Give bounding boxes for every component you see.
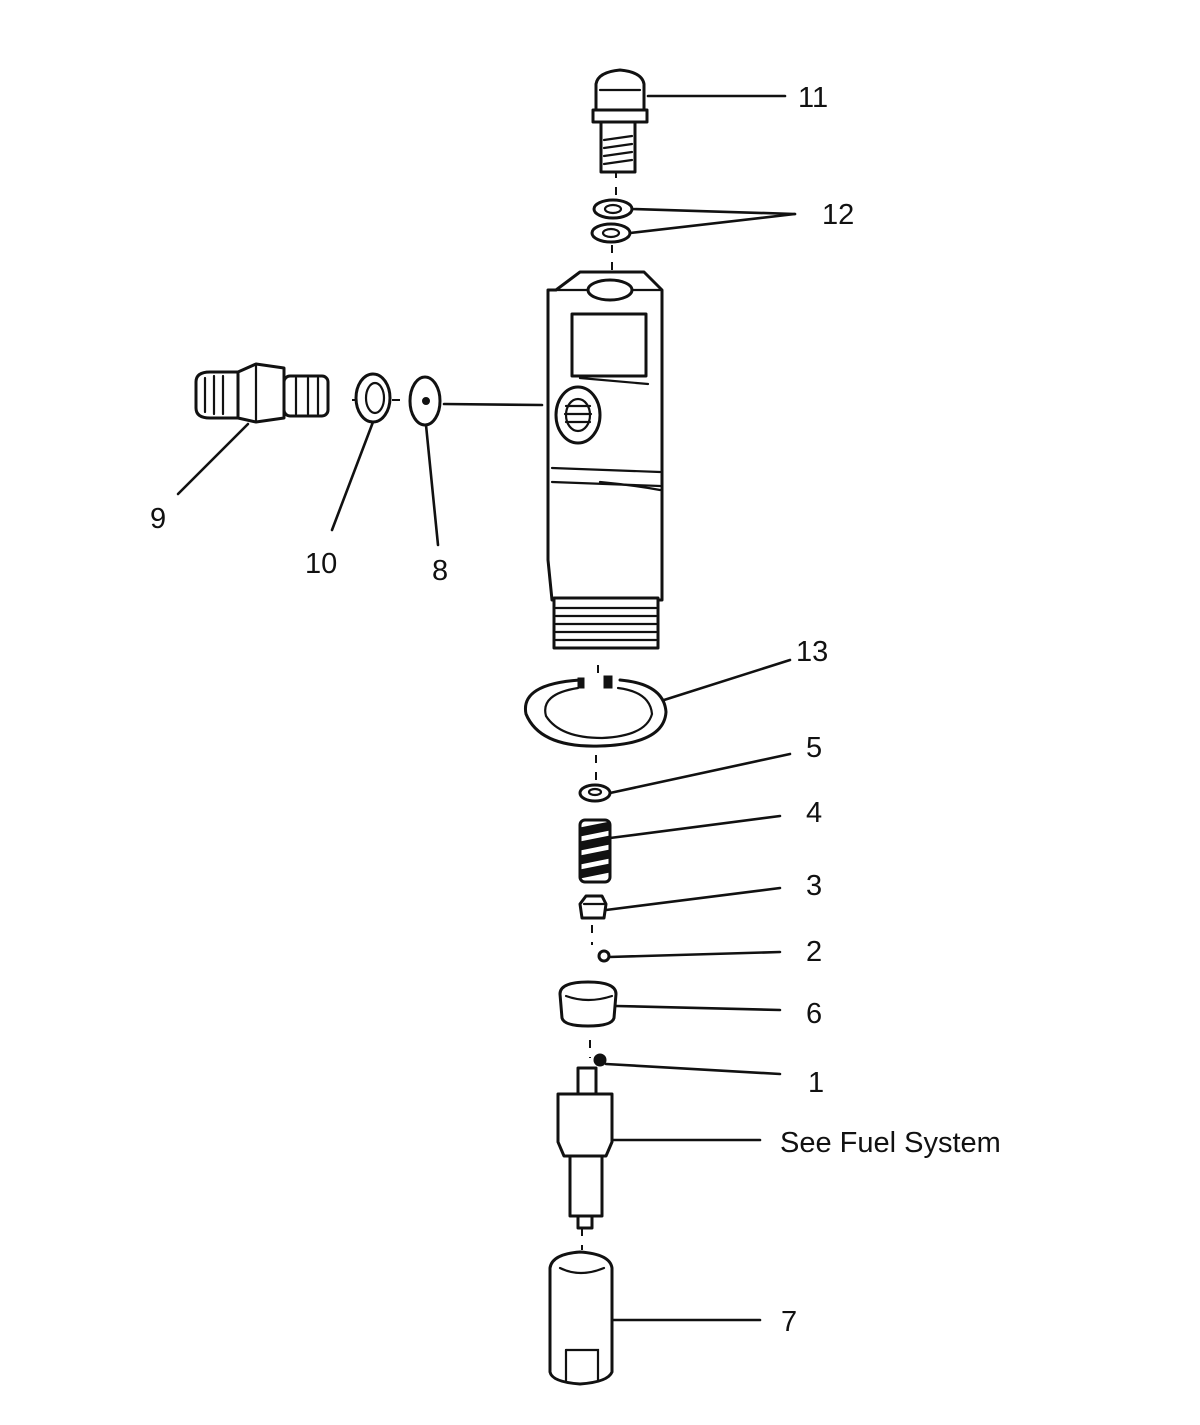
snap-ring-part-13 [523,675,668,748]
sleeve-part-7 [548,1250,614,1386]
cup-part-6 [558,980,618,1028]
bolt-part-11 [591,68,649,174]
small-washer-part-5 [578,783,612,803]
spring-part-4 [578,818,612,884]
nozzle [556,1066,614,1230]
washers-part-12 [590,198,634,244]
fitting-part-9 [194,362,330,424]
callout-11: 11 [798,82,828,114]
small-part-1 [593,1053,607,1067]
callout-13: 13 [796,636,828,668]
assembly-axis [352,170,617,1250]
callout-see-fuel-system: See Fuel System [780,1127,1001,1159]
callout-labels: 11 12 9 10 8 13 5 4 3 2 6 1 See Fuel Sys… [150,82,1001,1338]
callout-1: 1 [808,1067,824,1099]
callout-2: 2 [806,936,822,968]
callout-5: 5 [806,732,822,764]
callout-10: 10 [305,548,337,580]
callout-3: 3 [806,870,822,902]
callout-7: 7 [781,1306,797,1338]
injector-body [546,270,664,650]
callout-6: 6 [806,998,822,1030]
leader-lines [176,94,797,1322]
pin-part-3 [578,894,608,920]
callout-9: 9 [150,503,166,535]
washer-part-8 [408,375,442,427]
callout-8: 8 [432,555,448,587]
callout-4: 4 [806,797,822,829]
ball-part-2 [597,949,611,963]
callout-12: 12 [822,199,854,231]
ring-part-10 [354,372,392,424]
